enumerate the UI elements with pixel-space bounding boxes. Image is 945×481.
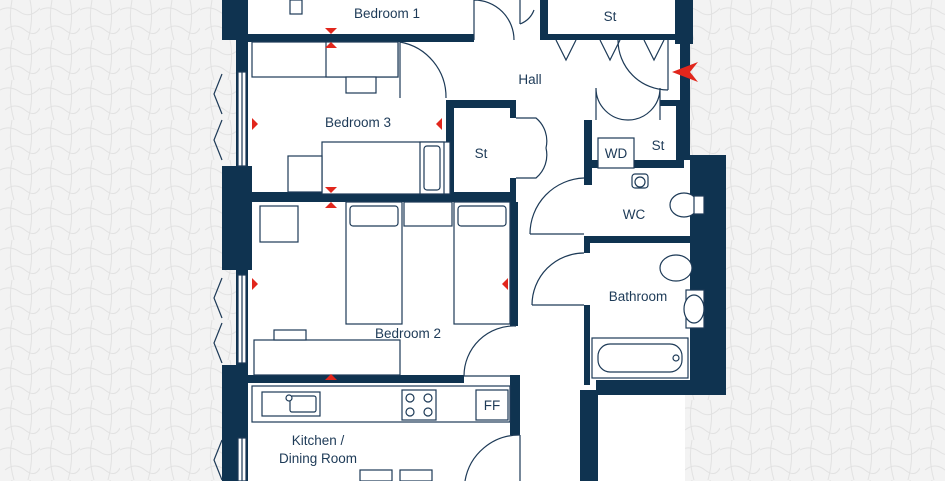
room-label-wc: WC [623,207,646,222]
dimension-marker-icon [252,28,508,380]
furniture [251,0,705,481]
room-label-kitchen-line-1: Kitchen / [292,433,345,448]
room-label-store-middle: St [475,146,488,161]
room-label-wd: WD [605,146,628,161]
room-label-bathroom: Bathroom [609,289,668,304]
room-label-bedroom-1: Bedroom 1 [354,6,420,21]
entrance-arrow-icon [672,62,698,82]
walls [222,0,726,481]
room-label-kitchen-line-2: Dining Room [279,451,357,466]
doors [399,0,669,481]
room-label-hall: Hall [518,72,541,87]
room-label-store-right: St [652,138,665,153]
room-label-bedroom-3: Bedroom 3 [325,115,391,130]
room-label-bedroom-2: Bedroom 2 [375,326,441,341]
room-label-store-top: St [604,9,617,24]
windows [213,71,247,481]
room-label-ff: FF [484,398,501,413]
